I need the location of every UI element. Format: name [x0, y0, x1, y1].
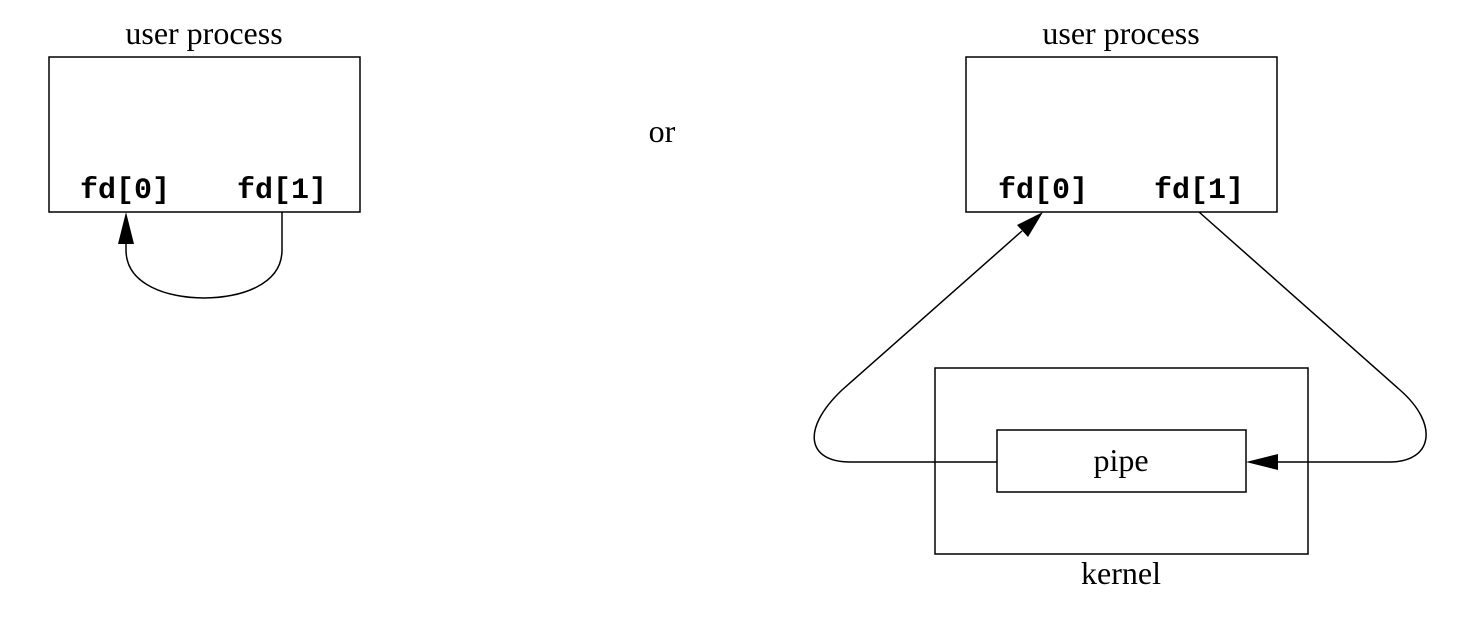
left-diagram: user process fd[0] fd[1] [48, 15, 361, 299]
right-fd1-label: fd[1] [1154, 174, 1244, 208]
left-loop-connector [125, 212, 283, 299]
read-end-arrowhead [1017, 212, 1043, 237]
separator-or: or [649, 113, 676, 149]
right-fd0-label: fd[0] [998, 174, 1088, 208]
write-end-arrowhead [1246, 454, 1278, 470]
left-fd1-label: fd[1] [237, 174, 327, 208]
kernel-box [934, 367, 1309, 555]
right-diagram: user process fd[0] fd[1] kernel pipe [813, 15, 1427, 591]
left-process-box [48, 56, 361, 213]
right-process-title: user process [1042, 15, 1199, 51]
right-process-box [965, 56, 1278, 213]
pipe-box [996, 429, 1247, 493]
read-end-connector [813, 230, 1023, 463]
left-process-title: user process [125, 15, 282, 51]
kernel-label: kernel [1081, 555, 1161, 591]
pipe-label: pipe [1093, 442, 1148, 478]
left-fd0-label: fd[0] [80, 174, 170, 208]
left-loop-arrowhead [118, 212, 134, 244]
write-end-connector [1198, 211, 1427, 463]
